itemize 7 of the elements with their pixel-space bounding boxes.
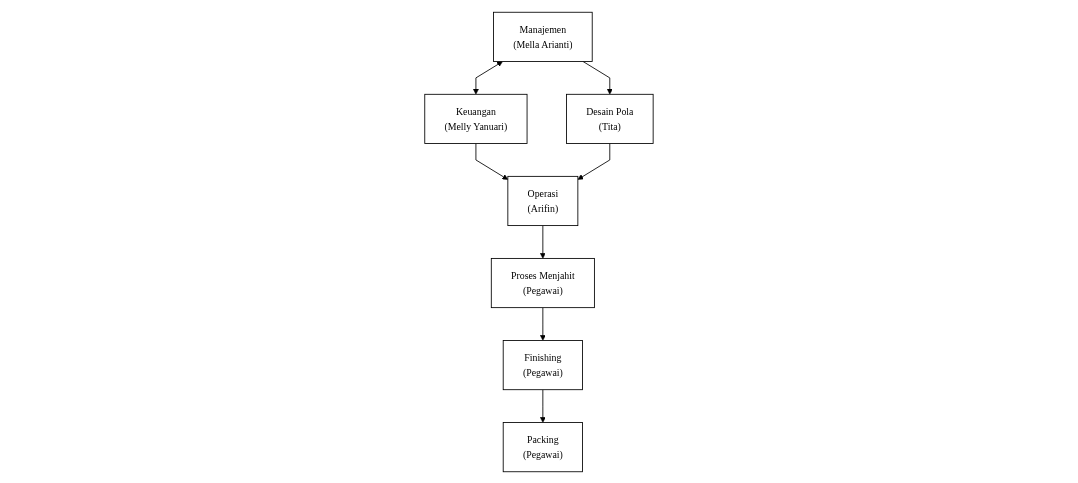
node-box: Proses Menjahit (Pegawai) (490, 257, 595, 308)
node-box: Operasi (Arifin) (507, 175, 579, 226)
node-box: Desain Pola (Tita) (566, 93, 654, 144)
node-box: Manajemen (Mella Arianti) (493, 11, 593, 62)
node-box: Finishing (Pegawai) (502, 339, 583, 390)
node-box: Packing (Pegawai) (502, 421, 583, 472)
node-box: Keuangan (Melly Yanuari) (424, 93, 528, 144)
